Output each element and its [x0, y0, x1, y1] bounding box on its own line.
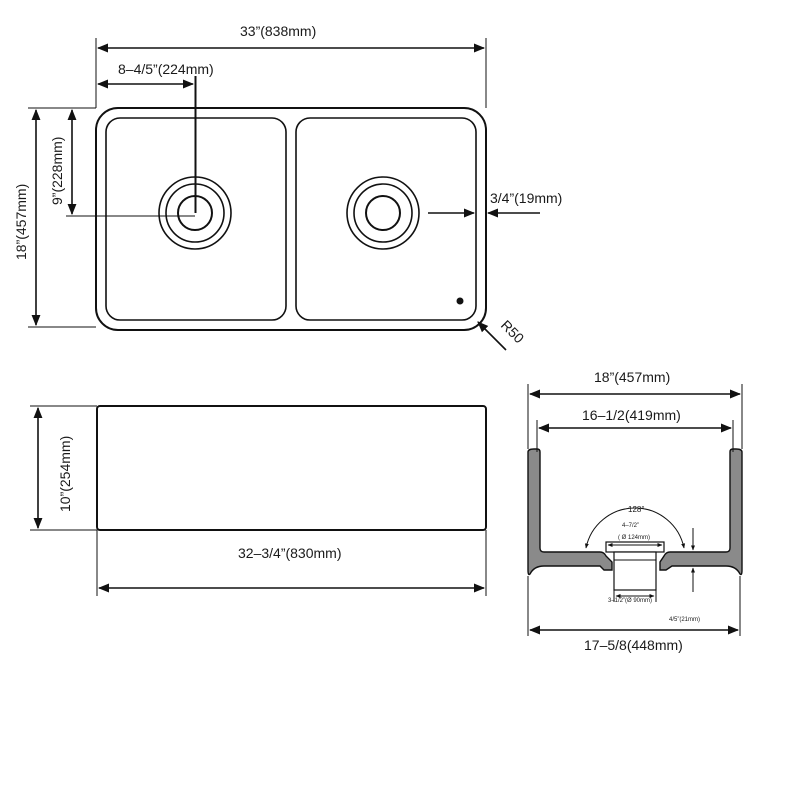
- drain-flange: [605, 541, 665, 553]
- bottom-thickness-label: 4/5”(21mm): [669, 617, 700, 623]
- faucet-hole-icon: [456, 297, 464, 305]
- side-view: 18”(457mm) 16–1/2(419mm) 128° 4–7/2” ( Ø…: [527, 369, 743, 653]
- front-view: 10”(254mm) 32–3/4”(830mm): [30, 405, 487, 596]
- drain-body: [613, 551, 657, 591]
- overall-width-label: 33”(838mm): [240, 23, 316, 39]
- front-width-label: 32–3/4”(830mm): [238, 545, 342, 561]
- front-height-label: 10”(254mm): [57, 436, 73, 512]
- wall-thickness-label: 3/4”(19mm): [490, 190, 562, 206]
- apron-front: [96, 405, 487, 531]
- side-inner-depth-label: 16–1/2(419mm): [582, 407, 681, 423]
- side-outer-depth-label: 18”(457mm): [594, 369, 670, 385]
- right-drain-icon: [346, 176, 420, 250]
- top-view: 33”(838mm) 8–4/5”(224mm) 18”(457mm) 9”(2…: [13, 23, 562, 351]
- side-bottom-width-label: 17–5/8(448mm): [584, 637, 683, 653]
- sink-outline: [95, 107, 487, 331]
- drain-depth-label: 9”(228mm): [49, 137, 65, 205]
- angle-label: 128°: [628, 505, 645, 514]
- drain-outer-mm-label: ( Ø 124mm): [618, 535, 650, 541]
- drain-inner-label: 3–1/2”(Ø 90mm): [608, 598, 652, 604]
- overall-depth-label: 18”(457mm): [13, 184, 29, 260]
- drain-offset-label: 8–4/5”(224mm): [118, 61, 214, 77]
- corner-radius-label: R50: [498, 317, 528, 347]
- angle-arc: [584, 507, 686, 549]
- right-basin: [295, 117, 477, 321]
- corner-radius-leader: [477, 321, 507, 351]
- drain-outer-label: 4–7/2”: [622, 523, 639, 529]
